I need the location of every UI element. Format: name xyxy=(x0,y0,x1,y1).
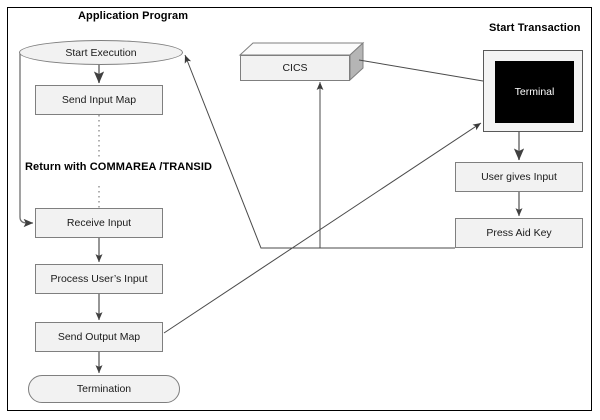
heading-start-transaction: Start Transaction xyxy=(489,22,581,34)
node-receive-input-label: Receive Input xyxy=(66,217,132,229)
node-send-output-map[interactable]: Send Output Map xyxy=(35,322,163,352)
node-process-users-input[interactable]: Process User’s Input xyxy=(35,264,163,294)
node-user-gives-input-label: User gives Input xyxy=(481,171,557,183)
wire-start-loop-to-receive-input xyxy=(19,51,34,228)
terminal-screen: Terminal xyxy=(495,61,574,123)
node-start-execution-label: Start Execution xyxy=(65,46,137,59)
node-termination-label: Termination xyxy=(76,383,132,395)
node-cics[interactable]: CICS xyxy=(240,55,350,81)
node-termination[interactable]: Termination xyxy=(28,375,180,403)
node-terminal[interactable]: Terminal xyxy=(483,50,583,132)
node-press-aid-key[interactable]: Press Aid Key xyxy=(455,218,583,248)
node-press-aid-key-label: Press Aid Key xyxy=(486,227,552,239)
cics-cube-faces xyxy=(238,41,365,82)
label-return-with-commarea-transid: Return with COMMAREA /TRANSID xyxy=(25,161,213,173)
diagram-border xyxy=(7,7,592,411)
wire-send-output-map-to-terminal xyxy=(163,122,482,334)
node-send-input-map[interactable]: Send Input Map xyxy=(35,85,163,115)
wire-press-aid-key-to-start-execution xyxy=(184,54,455,249)
node-send-input-map-label: Send Input Map xyxy=(61,94,137,106)
node-process-users-input-label: Process User’s Input xyxy=(50,273,148,285)
node-cics-label: CICS xyxy=(282,62,308,74)
node-receive-input[interactable]: Receive Input xyxy=(35,208,163,238)
node-send-output-map-label: Send Output Map xyxy=(57,331,141,343)
node-start-execution[interactable]: Start Execution xyxy=(19,40,183,65)
node-terminal-label: Terminal xyxy=(514,86,555,98)
wire-cics-to-terminal xyxy=(358,59,484,82)
heading-application-program: Application Program xyxy=(78,10,189,22)
node-user-gives-input[interactable]: User gives Input xyxy=(455,162,583,192)
